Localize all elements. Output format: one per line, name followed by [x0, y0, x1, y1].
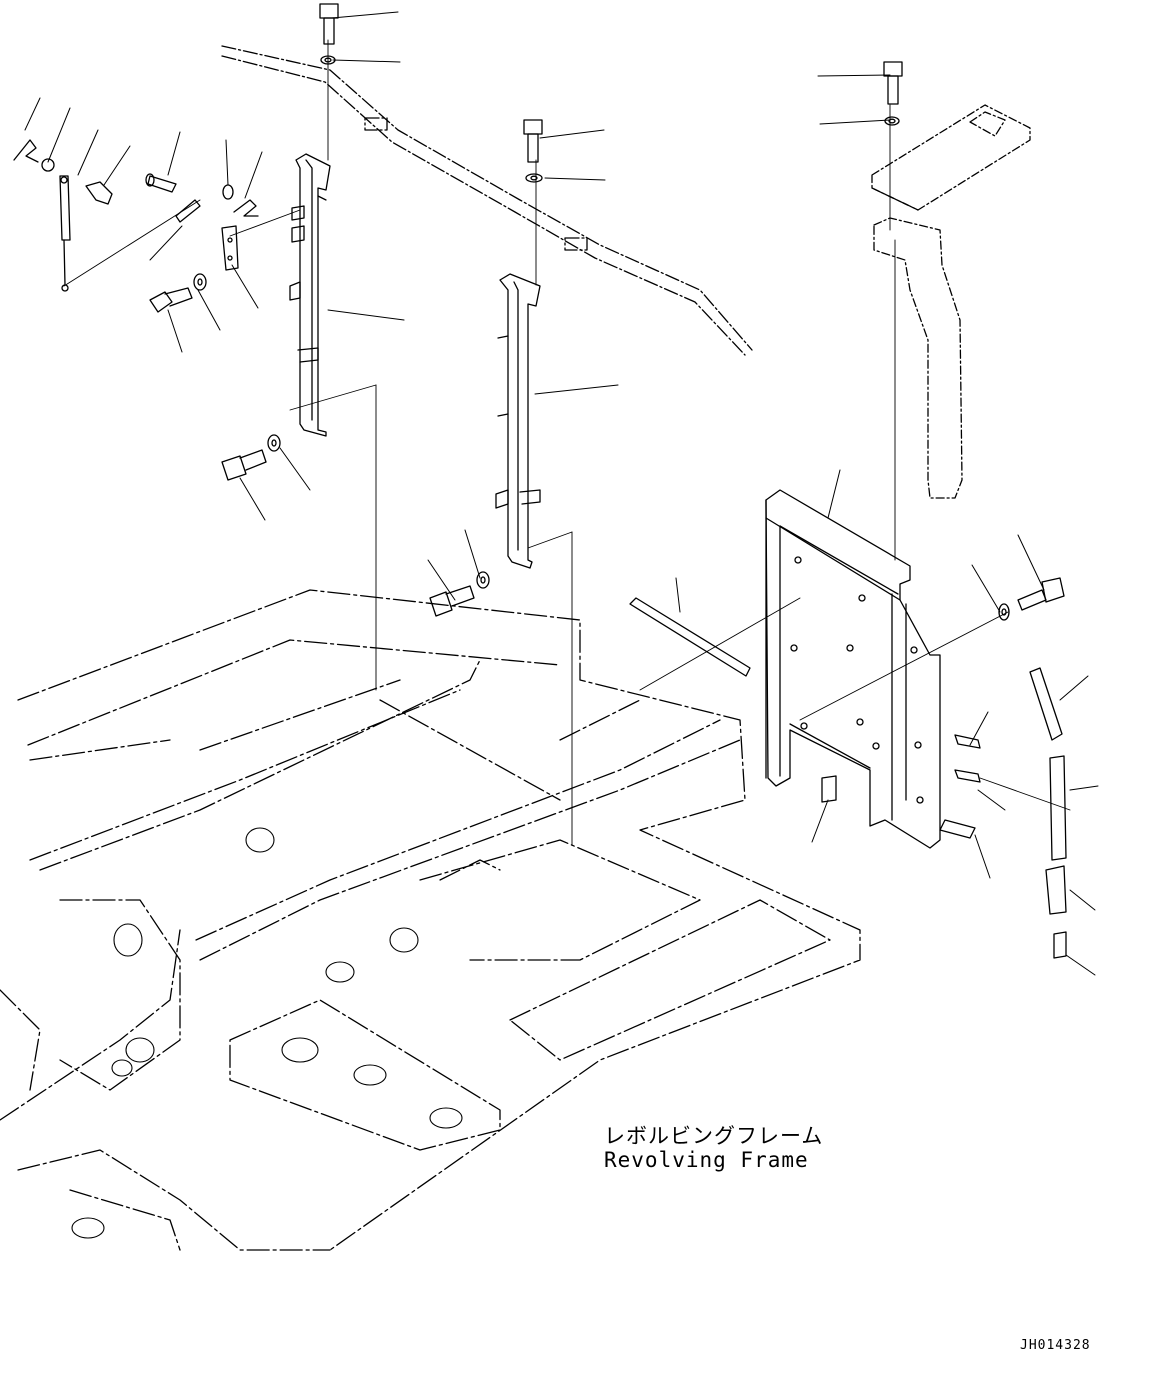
revolving-frame-label-english: Revolving Frame [604, 1148, 809, 1172]
right-frame-panel [766, 490, 940, 848]
gas-spring [60, 176, 70, 291]
bolt-right-side [999, 578, 1064, 620]
revolving-frame [0, 590, 860, 1250]
bolt-top-left [320, 4, 338, 64]
revolving-frame-holes [72, 828, 462, 1238]
pins-and-clips [14, 140, 258, 270]
revolving-frame-label-japanese: レボルビングフレーム [604, 1124, 824, 1148]
center-vertical-bracket [496, 274, 540, 568]
drawing-number: JH014328 [1020, 1338, 1091, 1353]
bolt-left-lower [222, 435, 280, 480]
left-vertical-bracket [290, 154, 330, 436]
seal-strips [630, 598, 1066, 958]
center-lines [64, 40, 1070, 845]
bolt-top-center [524, 120, 542, 182]
leader-lines [25, 12, 1098, 975]
upper-rail [222, 46, 752, 355]
bolt-left-small [150, 274, 206, 312]
bolt-top-right [884, 62, 902, 125]
right-upper-post [872, 105, 1030, 498]
bolt-center-lower [430, 572, 489, 616]
